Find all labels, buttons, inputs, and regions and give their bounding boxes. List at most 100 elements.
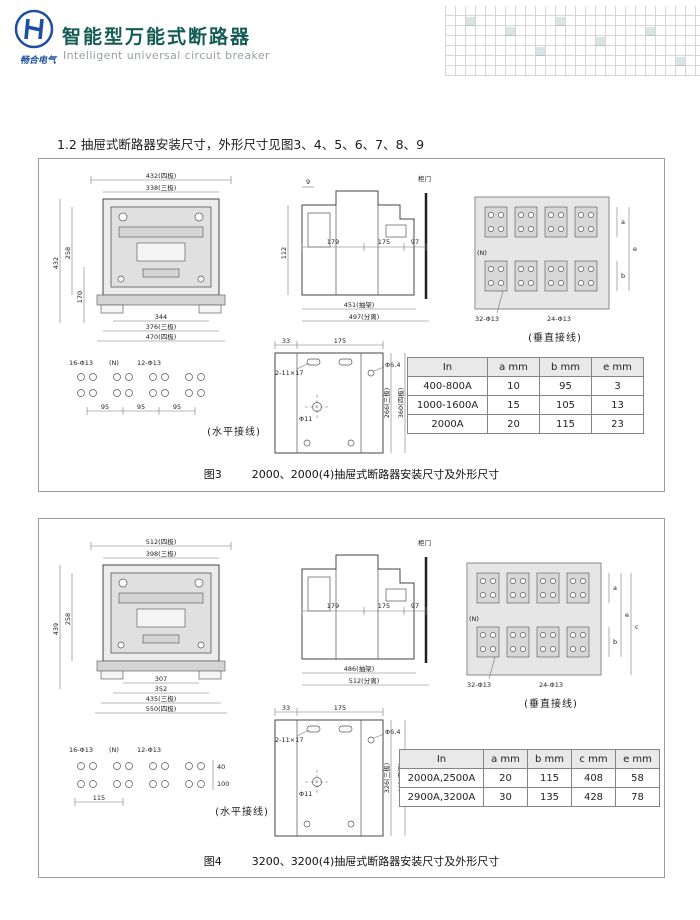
dim-label: 352 xyxy=(155,685,167,693)
dim-label: b xyxy=(613,638,617,646)
table-cell: 95 xyxy=(539,376,592,396)
fig3-spec-table: In a mm b mm e mm 400-800A 10 95 3 1000-… xyxy=(407,357,644,434)
dim-label: 33 xyxy=(282,704,290,712)
table-cell: 20 xyxy=(487,414,540,434)
dim-label: b xyxy=(621,272,625,280)
table-cell: 15 xyxy=(487,395,540,415)
table-cell: 428 xyxy=(571,787,616,807)
table-cell: 58 xyxy=(615,768,660,788)
hole-spec-label: 12-Φ13 xyxy=(137,746,161,754)
dim-label: 95 xyxy=(173,403,181,411)
table-header-cell: In xyxy=(399,749,484,769)
dim-label: 175 xyxy=(378,602,390,610)
hole-spec-label: 16-Φ13 xyxy=(69,746,93,754)
dim-label: 100 xyxy=(217,780,229,788)
hole-spec-label: 24-Φ13 xyxy=(547,315,571,323)
dim-label: 9 xyxy=(306,178,310,186)
logo: 畅合电气 xyxy=(12,8,64,66)
dim-label: 95 xyxy=(137,403,145,411)
fig4-spec-table: In a mm b mm c mm e mm 2000A,2500A 20 11… xyxy=(399,749,660,807)
dim-label: 512(分离) xyxy=(349,676,379,685)
dim-label: 550(四极) xyxy=(146,704,176,713)
dim-label: 326(三极) xyxy=(382,763,391,793)
dim-label: 33 xyxy=(282,337,290,345)
fig3-side-view-drawing: 柜门 9 112 179 175 97 451(抽架) 497(分离) xyxy=(280,174,431,322)
neutral-label: (N) xyxy=(109,746,119,754)
table-header-row: In a mm b mm e mm xyxy=(407,357,644,377)
dim-label: 344 xyxy=(155,313,167,321)
table-cell: 10 xyxy=(487,376,540,396)
figure3-box: 432(四极) 338(三极) 432 258 170 344 376(三极) … xyxy=(38,158,665,492)
page-subtitle: Intelligent universal circuit breaker xyxy=(63,49,270,62)
fig4-caption: 图4 3200、3200(4)抽屉式断路器安装尺寸及外形尺寸 xyxy=(39,853,664,869)
fig4-side-view-drawing: 柜门 179 175 97 486(抽架) 512(分离) xyxy=(301,538,431,686)
fig4-horizontal-wiring-caption: (水平接线) xyxy=(215,807,269,818)
table-row: 2000A,2500A 20 115 408 58 xyxy=(399,768,660,788)
figure4-box: 512(四极) 398(三极) 439 258 307 352 435(三极) … xyxy=(38,518,665,878)
neutral-label: (N) xyxy=(469,615,479,623)
table-header-cell: e mm xyxy=(615,749,660,769)
dim-label: e xyxy=(633,245,637,253)
table-cell: 1000-1600A xyxy=(407,395,488,415)
fig3-vertical-wiring-caption: (垂直接线) xyxy=(528,333,582,344)
logo-icon xyxy=(14,9,54,49)
dim-label: 451(抽架) xyxy=(344,300,374,309)
fig3-caption: 图3 2000、2000(4)抽屉式断路器安装尺寸及外形尺寸 xyxy=(39,466,664,482)
dim-label: 360(四极) xyxy=(396,388,405,418)
table-row: 2900A,3200A 30 135 428 78 xyxy=(399,787,660,807)
table-header-cell: In xyxy=(407,357,488,377)
dim-label: e xyxy=(625,611,629,619)
fig3-horizontal-wiring-caption: (水平接线) xyxy=(207,427,261,438)
fig3-front-view-drawing: 432(四极) 338(三极) 432 258 170 344 376(三极) … xyxy=(52,171,232,342)
table-row: 1000-1600A 15 105 13 xyxy=(407,395,644,415)
dim-label: 338(三极) xyxy=(146,183,176,192)
fig4-vertical-wiring-caption: (垂直接线) xyxy=(524,699,578,710)
dim-label: 258 xyxy=(64,613,72,625)
dim-label: 95 xyxy=(101,403,109,411)
grid-cell xyxy=(646,27,655,36)
table-header-cell: b mm xyxy=(527,749,572,769)
table-cell: 78 xyxy=(615,787,660,807)
dim-label: 398(三极) xyxy=(146,549,176,558)
dim-label: 470(四极) xyxy=(146,332,176,341)
hole-spec-label: 32-Φ13 xyxy=(467,681,491,689)
dim-label: 175 xyxy=(334,704,346,712)
table-header-row: In a mm b mm c mm e mm xyxy=(399,749,660,769)
hole-spec-label: 2-11×17 xyxy=(275,736,303,744)
table-cell: 13 xyxy=(591,395,644,415)
fig3-caption-text: 2000、2000(4)抽屉式断路器安装尺寸及外形尺寸 xyxy=(251,468,500,481)
dim-label: 40 xyxy=(217,763,225,771)
table-cell: 2900A,3200A xyxy=(399,787,484,807)
table-cell: 400-800A xyxy=(407,376,488,396)
table-header-cell: a mm xyxy=(483,749,528,769)
hole-spec-label: 32-Φ13 xyxy=(475,315,499,323)
neutral-label: (N) xyxy=(109,359,119,367)
fig3-caption-label: 图3 xyxy=(203,468,222,481)
dim-label: 266(三极) xyxy=(382,388,391,418)
grid-cell xyxy=(536,47,545,56)
hole-spec-label: Φ11 xyxy=(299,790,312,798)
header-grid-pattern xyxy=(445,6,700,76)
table-cell: 2000A xyxy=(407,414,488,434)
table-cell: 115 xyxy=(539,414,592,434)
fig4-vertical-wiring-drawing: (N) a b e c 32-Φ13 24-Φ13 xyxy=(466,562,639,689)
fig3-horizontal-wiring-drawing: 16-Φ13 (N) 12-Φ13 95 95 95 xyxy=(69,359,205,415)
table-cell: 23 xyxy=(591,414,644,434)
dim-label: 376(三极) xyxy=(146,322,176,331)
hole-spec-label: 16-Φ13 xyxy=(69,359,93,367)
section-heading: 1.2 抽屉式断路器安装尺寸，外形尺寸见图3、4、5、6、7、8、9 xyxy=(57,137,425,152)
table-row: 400-800A 10 95 3 xyxy=(407,376,644,396)
dim-label: 175 xyxy=(334,337,346,345)
grid-cell xyxy=(676,57,685,66)
dim-label: 112 xyxy=(280,247,288,259)
table-cell: 3 xyxy=(591,376,644,396)
table-cell: 20 xyxy=(483,768,528,788)
page-header: 畅合电气 智能型万能式断路器 Intelligent universal cir… xyxy=(0,0,700,92)
dim-label: 97 xyxy=(411,602,419,610)
dim-label: 512(四极) xyxy=(146,537,176,546)
hole-spec-label: Φ6.4 xyxy=(385,728,400,736)
fig4-caption-label: 图4 xyxy=(203,855,222,868)
table-header-cell: b mm xyxy=(539,357,592,377)
fig4-caption-text: 3200、3200(4)抽屉式断路器安装尺寸及外形尺寸 xyxy=(251,855,500,868)
